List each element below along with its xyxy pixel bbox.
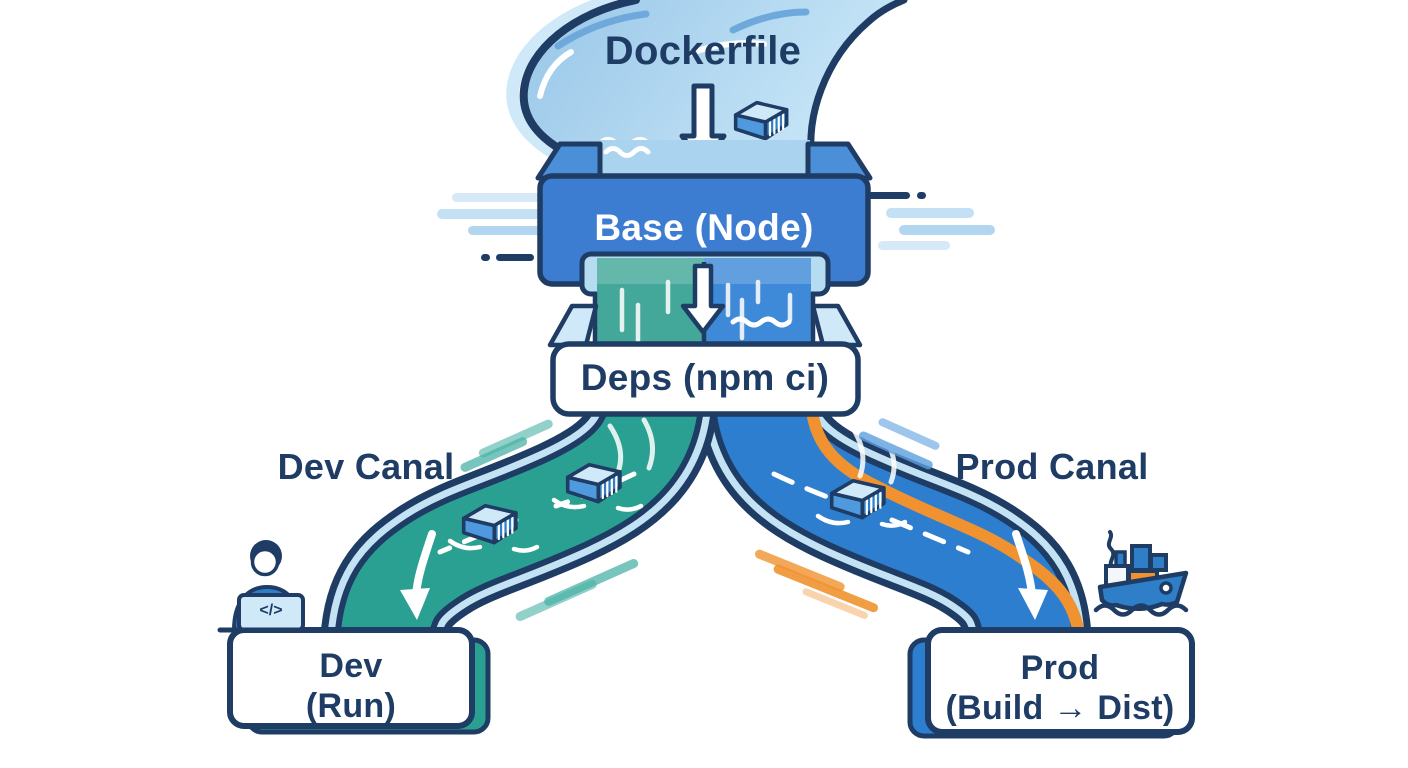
prod-output-label: Prod (Build → Dist) bbox=[935, 648, 1185, 728]
developer-laptop-icon bbox=[217, 540, 319, 633]
deps-stage-box bbox=[550, 341, 861, 417]
prod-canal-waterway bbox=[695, 385, 1092, 654]
dev-output-line2: (Run) bbox=[305, 687, 397, 725]
deps-stage-label: Deps (npm ci) bbox=[580, 357, 830, 398]
gate-wall-right bbox=[810, 303, 863, 348]
flow-arrow-head bbox=[400, 588, 430, 620]
waterfall bbox=[547, 258, 863, 350]
dev-output-box bbox=[227, 627, 491, 735]
river-streak bbox=[729, 8, 810, 34]
speed-lines-icon bbox=[437, 192, 995, 261]
down-arrow-icon bbox=[680, 263, 726, 335]
prod-canal-decor bbox=[754, 418, 1048, 620]
prod-canal-orange-stripe bbox=[805, 395, 1086, 651]
cargo-ship-icon bbox=[1093, 530, 1189, 617]
wave-icon bbox=[730, 316, 792, 328]
river-streak bbox=[554, 10, 650, 50]
wave-icon bbox=[1093, 603, 1189, 617]
dev-canal-label: Dev Canal bbox=[277, 446, 455, 487]
laptop-code-glyph: </> bbox=[259, 602, 283, 619]
dev-output-label: Dev (Run) bbox=[241, 646, 461, 726]
dev-output-line1: Dev bbox=[319, 647, 383, 685]
river-streak bbox=[685, 40, 767, 57]
flow-arrow-head bbox=[1018, 588, 1048, 620]
prod-output-box bbox=[907, 627, 1195, 739]
lock-wall-right bbox=[805, 141, 873, 181]
wave-icon bbox=[603, 146, 651, 158]
dockerfile-label: Dockerfile bbox=[604, 29, 802, 73]
dev-canal-decor bbox=[400, 417, 656, 622]
river-streak bbox=[537, 49, 574, 99]
smoke-icon bbox=[1106, 530, 1116, 570]
base-stage-label: Base (Node) bbox=[594, 207, 814, 248]
gate-wall-left bbox=[547, 303, 599, 348]
prod-canal-label: Prod Canal bbox=[955, 446, 1149, 487]
river-right-bank-outline bbox=[807, 0, 908, 176]
prod-output-line2: (Build → Dist) bbox=[945, 689, 1175, 727]
prod-output-line1: Prod bbox=[1020, 649, 1100, 687]
